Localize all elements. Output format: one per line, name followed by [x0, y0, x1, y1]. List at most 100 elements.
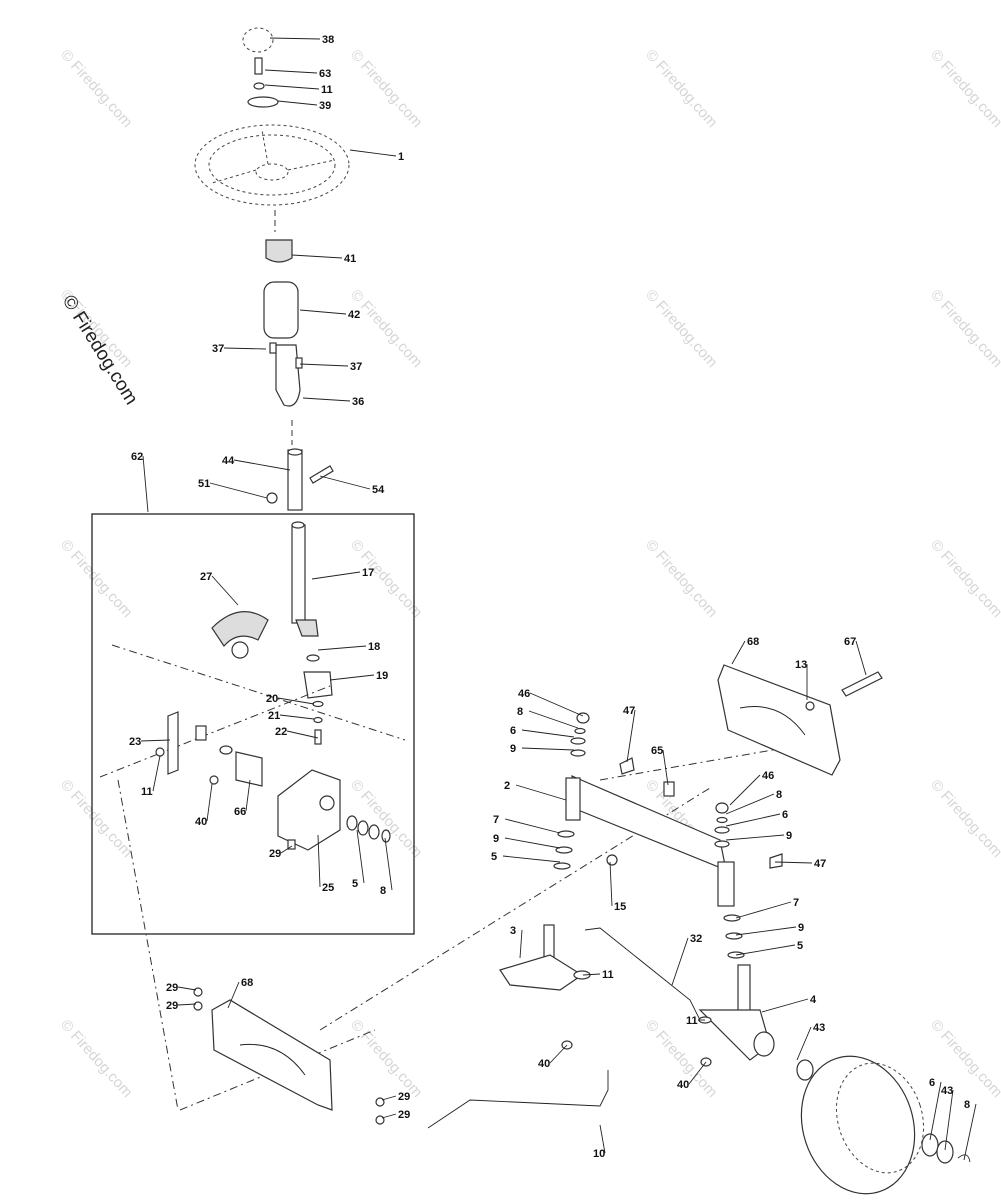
callout-11: 11: [264, 84, 333, 96]
assembly-box: [91, 513, 415, 935]
callout-43: 43: [796, 1022, 825, 1061]
bracket-68-left: [211, 999, 333, 1111]
bracket-25: [277, 769, 341, 851]
screw-29: [287, 839, 296, 850]
callout-11: 11: [686, 1015, 705, 1027]
callout-label: 29: [166, 1000, 178, 1012]
leader-line: [264, 84, 320, 90]
callout-label: 3: [510, 925, 516, 937]
sleeve-part: [263, 281, 299, 339]
leader-line: [142, 455, 149, 513]
watermark-tile: © Firedog.com: [347, 1016, 426, 1101]
callout-2: 2: [504, 780, 567, 801]
wheel-rim: [835, 1062, 925, 1174]
leader-line: [504, 837, 561, 849]
bracket-19: [303, 671, 333, 699]
leader-line: [504, 818, 561, 834]
leader-line: [299, 309, 347, 315]
callout-36: 36: [302, 396, 364, 408]
callout-label: 63: [319, 68, 331, 80]
callout-22: 22: [275, 726, 319, 739]
leader-line: [761, 998, 809, 1013]
callout-9: 9: [493, 833, 561, 849]
connection-line-right: [599, 739, 831, 781]
connection-line-bottom: [179, 1029, 376, 1111]
washer-11-left: [155, 747, 165, 757]
callout-4: 4: [761, 994, 817, 1013]
bushing-66: [235, 751, 263, 787]
callout-label: 68: [241, 977, 253, 989]
spindle-tube-right: [717, 861, 735, 907]
callout-46: 46: [518, 688, 584, 717]
callout-label: 8: [380, 885, 386, 897]
callout-label: 8: [517, 706, 523, 718]
callout-18: 18: [317, 641, 380, 653]
pinion-gear: [295, 619, 319, 637]
watermark-tile: © Firedog.com: [57, 1016, 136, 1101]
leader-line: [223, 347, 267, 350]
callout-39: 39: [277, 100, 331, 112]
callout-label: 29: [269, 848, 281, 860]
screw-29b: [193, 1001, 203, 1011]
spindle-tube-left: [565, 777, 581, 821]
callout-37: 37: [299, 361, 362, 373]
leader-line: [735, 944, 796, 956]
grease-fitting-47b: [769, 853, 783, 869]
washer-5b: [357, 820, 369, 836]
leader-line: [277, 697, 315, 705]
washer-21: [313, 716, 323, 724]
leader-line: [140, 739, 171, 742]
callout-11: 11: [141, 755, 161, 798]
leader-line: [264, 69, 318, 74]
screw-29d: [375, 1115, 385, 1125]
bracket-68-slot: [739, 706, 806, 736]
callout-67: 67: [844, 636, 867, 676]
leader-line: [521, 729, 575, 738]
leader-line: [735, 926, 797, 936]
callout-29: 29: [166, 982, 197, 994]
callout-label: 22: [275, 726, 287, 738]
watermark-tile: © Firedog.com: [57, 776, 136, 861]
callout-label: 19: [376, 670, 388, 682]
watermark-tile: © Firedog.com: [642, 536, 721, 621]
callout-label: 7: [793, 897, 799, 909]
callout-label: 18: [368, 641, 380, 653]
leader-line: [609, 861, 613, 907]
leader-line: [317, 645, 367, 651]
callout-label: 9: [510, 743, 516, 755]
wheel-spoke-left: [211, 169, 257, 184]
callout-label: 25: [322, 882, 334, 894]
leader-line: [269, 37, 321, 40]
callout-label: 42: [348, 309, 360, 321]
leader-line: [291, 254, 343, 259]
bracket-hole: [319, 795, 335, 811]
leader-line: [855, 640, 867, 676]
leader-line: [515, 784, 567, 801]
bolt-part: [254, 57, 263, 75]
pin-65: [663, 781, 675, 797]
callout-label: 62: [131, 451, 143, 463]
callout-label: 37: [212, 343, 224, 355]
callout-label: 6: [782, 809, 788, 821]
ring-8-left: [574, 727, 586, 735]
leader-line: [311, 571, 361, 580]
callout-label: 8: [964, 1099, 970, 1111]
leader-line: [233, 459, 291, 471]
callout-29: 29: [269, 845, 293, 860]
leader-line: [349, 149, 397, 157]
callout-label: 6: [929, 1077, 935, 1089]
callout-40: 40: [538, 1044, 568, 1070]
leader-line: [688, 1061, 707, 1085]
callout-label: 5: [797, 940, 803, 952]
leader-line: [211, 575, 239, 606]
callout-1: 1: [349, 149, 404, 163]
nut-40: [209, 775, 219, 785]
steering-wheel-inner: [208, 134, 336, 196]
callout-20: 20: [266, 693, 315, 705]
ring-8-wheel: [957, 1154, 971, 1163]
drag-link-32: [584, 927, 701, 1021]
watermark-tile: © Firedog.com: [927, 536, 1001, 621]
leader-line: [731, 640, 746, 665]
